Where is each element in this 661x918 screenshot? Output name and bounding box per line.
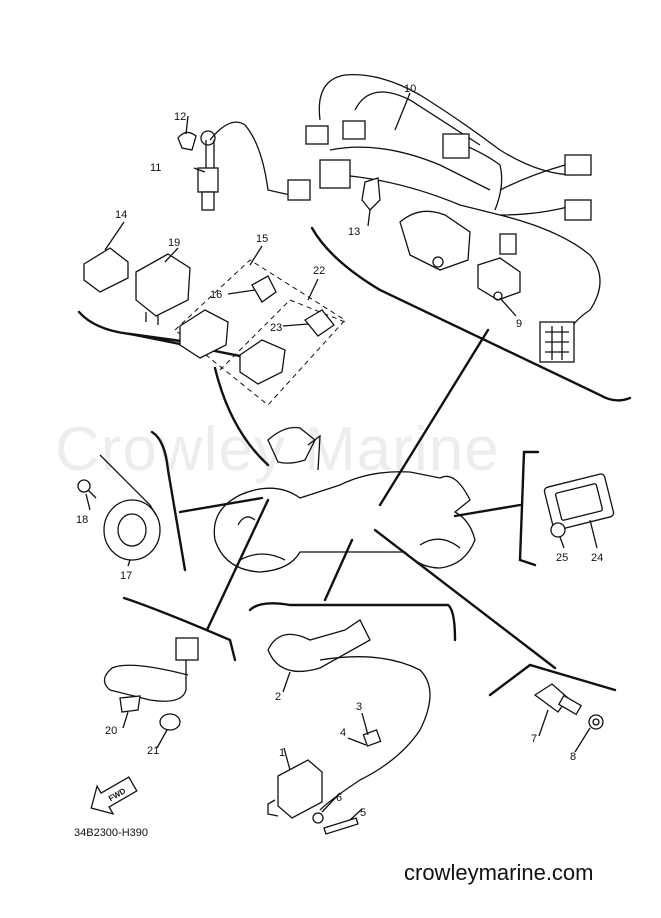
tail-group-bracket bbox=[518, 450, 540, 567]
sensor-group-bracket bbox=[488, 663, 617, 697]
motorcycle-outline-icon bbox=[213, 426, 476, 573]
leader-line-upper-right bbox=[378, 328, 490, 507]
coupler-part-22 bbox=[239, 339, 286, 385]
callout-16: 16 bbox=[210, 289, 222, 301]
coupler-part-15 bbox=[179, 309, 229, 359]
diagram-code: 34B2300-H390 bbox=[74, 827, 148, 839]
grommet-part-3 bbox=[362, 729, 382, 747]
callout-6: 6 bbox=[336, 792, 342, 804]
ignition-coil-part-1 bbox=[267, 759, 323, 819]
callout-17: 17 bbox=[120, 570, 132, 582]
callout-23: 23 bbox=[270, 322, 282, 334]
callout-5: 5 bbox=[360, 807, 366, 819]
callout-22: 22 bbox=[313, 265, 325, 277]
coupler-group-outline bbox=[174, 259, 346, 406]
callout-4: 4 bbox=[340, 727, 346, 739]
horn-part-17 bbox=[99, 454, 161, 561]
coupler-subgroup-outline bbox=[219, 299, 346, 371]
washer-part-6 bbox=[312, 812, 324, 824]
coupler-part-23 bbox=[304, 309, 335, 337]
callout-8: 8 bbox=[570, 751, 576, 763]
high-tension-cord-part-4 bbox=[319, 656, 431, 811]
callout-18: 18 bbox=[76, 514, 88, 526]
clip-part-13 bbox=[361, 177, 381, 211]
clamp-part-12 bbox=[177, 131, 197, 151]
sensor-part-11 bbox=[197, 121, 311, 211]
leader-line-upper-left bbox=[213, 366, 270, 467]
bolt-part-5 bbox=[323, 817, 359, 835]
plug-cap-part-2 bbox=[267, 619, 371, 672]
site-footer: crowleymarine.com bbox=[404, 860, 594, 885]
sub-harness-group-bracket bbox=[122, 596, 237, 662]
bracket-part-9 bbox=[399, 210, 521, 301]
temp-sensor-part-7 bbox=[533, 683, 583, 716]
watermark: Crowley Marine bbox=[55, 415, 500, 484]
callout-9: 9 bbox=[516, 318, 522, 330]
relay-part-14 bbox=[83, 247, 129, 293]
leader-line-tail bbox=[453, 503, 522, 518]
callout-2: 2 bbox=[275, 691, 281, 703]
callout-21: 21 bbox=[147, 745, 159, 757]
leader-line-sub-harness bbox=[205, 498, 270, 632]
callout-13: 13 bbox=[348, 226, 360, 238]
sub-harness-part-20 bbox=[103, 637, 199, 713]
callout-25: 25 bbox=[556, 552, 568, 564]
coil-group-bracket bbox=[248, 602, 457, 642]
grommet-part-21 bbox=[159, 713, 181, 731]
leader-line-horn bbox=[178, 496, 264, 514]
relay-part-19 bbox=[135, 253, 191, 325]
reflector-part-24 bbox=[543, 473, 615, 531]
callout-10: 10 bbox=[404, 83, 416, 95]
leader-line-coil bbox=[323, 538, 354, 602]
callout-12: 12 bbox=[174, 111, 186, 123]
harness-group-bracket bbox=[77, 226, 632, 402]
washer-part-8 bbox=[588, 714, 604, 730]
callout-7: 7 bbox=[531, 733, 537, 745]
callout-1: 1 bbox=[279, 747, 285, 759]
callout-11: 11 bbox=[150, 162, 161, 174]
horn-group-bracket bbox=[150, 430, 187, 572]
callout-24: 24 bbox=[591, 552, 603, 564]
callout-3: 3 bbox=[356, 701, 362, 713]
callout-19: 19 bbox=[168, 237, 180, 249]
leader-line-sensor bbox=[373, 528, 557, 670]
callout-15: 15 bbox=[256, 233, 268, 245]
coupler-part-16 bbox=[251, 275, 277, 303]
callout-20: 20 bbox=[105, 725, 117, 737]
fwd-arrow-icon: FWD bbox=[90, 776, 138, 815]
callout-14: 14 bbox=[115, 209, 127, 221]
nut-part-25 bbox=[550, 522, 566, 538]
wire-harness-part-10 bbox=[305, 74, 601, 363]
bolt-part-18 bbox=[77, 479, 97, 499]
